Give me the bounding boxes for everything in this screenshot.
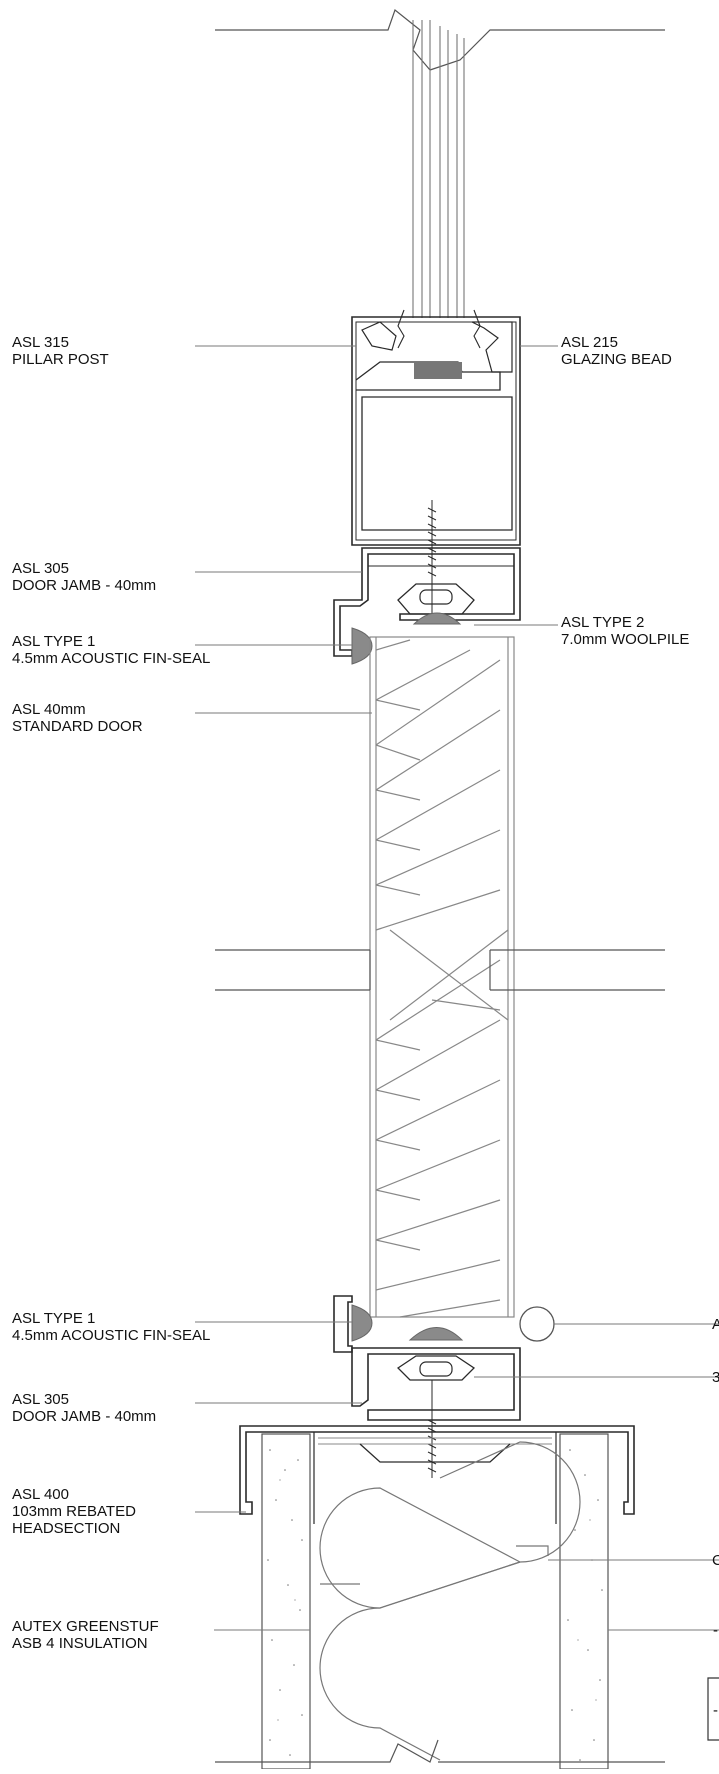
label-insulation: AUTEX GREENSTUF ASB 4 INSULATION — [12, 1618, 159, 1652]
label-headsection: ASL 400 103mm REBATED HEADSECTION — [12, 1486, 136, 1537]
label-truncated-dash-2: - — [713, 1702, 718, 1719]
label-truncated-3: 3 — [712, 1369, 719, 1386]
label-truncated-dash-1: - — [713, 1622, 718, 1639]
door-jamb-bottom-profile — [333, 1295, 521, 1421]
batt-insulation — [319, 1441, 581, 1761]
fixing-screw-top — [427, 500, 437, 620]
label-truncated-a: A — [712, 1316, 719, 1333]
fin-seal-top — [351, 627, 373, 665]
door-seal-circle — [519, 1306, 555, 1342]
fixing-screw-bottom — [427, 1380, 437, 1478]
headsection-profile — [239, 1425, 635, 1524]
label-pillar-post: ASL 315 PILLAR POST — [12, 334, 109, 368]
top-wall-section — [215, 9, 665, 71]
label-standard-door: ASL 40mm STANDARD DOOR — [12, 701, 143, 735]
middle-wall-section — [215, 949, 665, 991]
label-woolpile: ASL TYPE 2 7.0mm WOOLPILE — [561, 614, 690, 648]
leader-lines — [195, 345, 719, 1631]
label-fin-seal-bottom: ASL TYPE 1 4.5mm ACOUSTIC FIN-SEAL — [12, 1310, 211, 1344]
woolpile-top — [412, 612, 462, 625]
bottom-wall-section — [215, 1739, 665, 1763]
label-glazing-bead: ASL 215 GLAZING BEAD — [561, 334, 672, 368]
insulation-speckle — [267, 1449, 603, 1761]
title-box-edge — [707, 1677, 719, 1741]
label-truncated-c: C — [712, 1552, 719, 1569]
label-door-jamb-top: ASL 305 DOOR JAMB - 40mm — [12, 560, 157, 594]
pillar-post-profile — [351, 316, 521, 546]
door-leaf — [369, 636, 515, 1318]
glazing-gaskets — [397, 309, 481, 349]
fin-seal-bottom — [351, 1304, 373, 1342]
label-door-jamb-bottom: ASL 305 DOOR JAMB - 40mm — [12, 1391, 157, 1425]
label-fin-seal-top: ASL TYPE 1 4.5mm ACOUSTIC FIN-SEAL — [12, 633, 211, 667]
setting-block — [414, 362, 462, 379]
woolpile-bottom — [408, 1327, 464, 1341]
glass-panes — [412, 20, 465, 318]
